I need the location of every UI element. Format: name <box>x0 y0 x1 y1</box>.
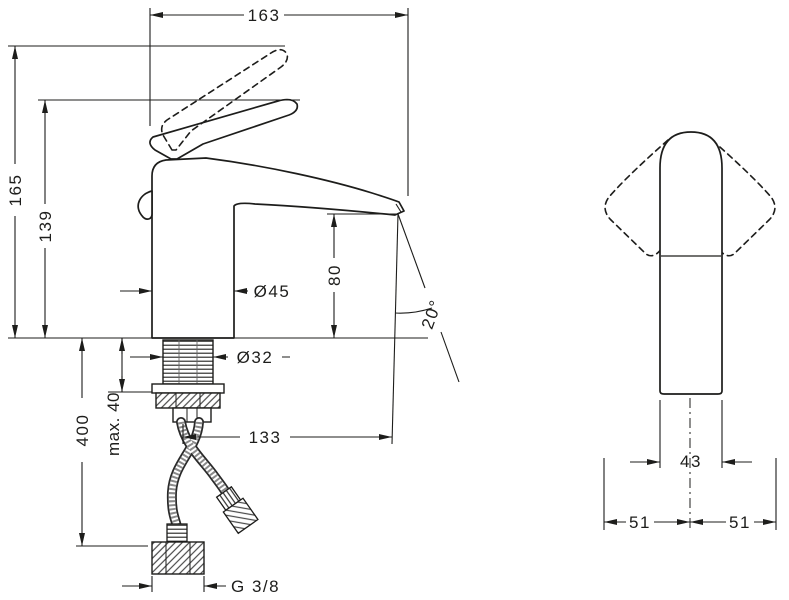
washer <box>151 383 225 394</box>
supply-hoses <box>151 417 259 575</box>
dimension-swing-51-51: 51 51 <box>603 458 777 532</box>
dim-label-base-diameter: Ø45 <box>254 282 291 301</box>
lever-swing-left-dashed <box>604 139 669 257</box>
dim-label-connection-thread: G 3/8 <box>231 577 280 596</box>
dim-label-swing-right: 51 <box>729 513 751 532</box>
dim-label-shank-diameter: Ø32 <box>237 348 274 367</box>
dimension-body-width-43: 43 <box>630 400 752 471</box>
lever-swing-right-dashed <box>711 139 776 257</box>
dimension-base-diameter-45: Ø45 <box>120 281 300 301</box>
dimension-spray-angle-20: 20° <box>391 213 460 445</box>
hose-crimp-left <box>166 523 188 543</box>
dim-label-spray-angle: 20° <box>418 297 446 332</box>
mounting-shank <box>151 339 225 423</box>
dim-label-depth: 163 <box>248 6 281 25</box>
dimension-height-139: 139 <box>36 99 300 338</box>
dimension-spout-reach-133: 133 <box>182 424 392 447</box>
dim-label-hose-length: 400 <box>73 414 92 447</box>
dimension-mounting-max-40: max. 40 <box>104 338 152 456</box>
side-view: 43 51 51 <box>603 131 777 532</box>
dimension-depth-163: 163 <box>149 6 409 196</box>
hose-nut-left <box>151 541 205 575</box>
dim-label-body-width: 43 <box>680 452 702 471</box>
dimension-shank-diameter-32: Ø32 <box>130 347 290 367</box>
dimension-hose-length-400: 400 <box>73 338 148 547</box>
dim-label-spout-reach: 133 <box>249 428 282 447</box>
lever-open-dashed <box>160 48 289 151</box>
dim-label-spout-height: 80 <box>325 264 344 286</box>
mounting-nut <box>155 392 221 409</box>
faucet-body-side <box>659 131 723 395</box>
dim-label-height-lever: 139 <box>36 210 55 243</box>
dimension-height-165: 165 <box>6 45 285 338</box>
dim-label-height-open: 165 <box>6 174 25 207</box>
dim-label-swing-left: 51 <box>629 513 651 532</box>
dim-label-mounting-max: max. 40 <box>104 392 123 456</box>
faucet-body-spout <box>151 157 405 339</box>
dimension-spout-height-80: 80 <box>325 213 396 338</box>
hose-connector-right <box>215 485 259 535</box>
front-view: 163 165 139 80 Ø45 <box>6 6 460 596</box>
dimension-connection-thread: G 3/8 <box>122 576 280 596</box>
lever-lower-tip <box>137 190 153 220</box>
aerator-face <box>395 203 402 213</box>
